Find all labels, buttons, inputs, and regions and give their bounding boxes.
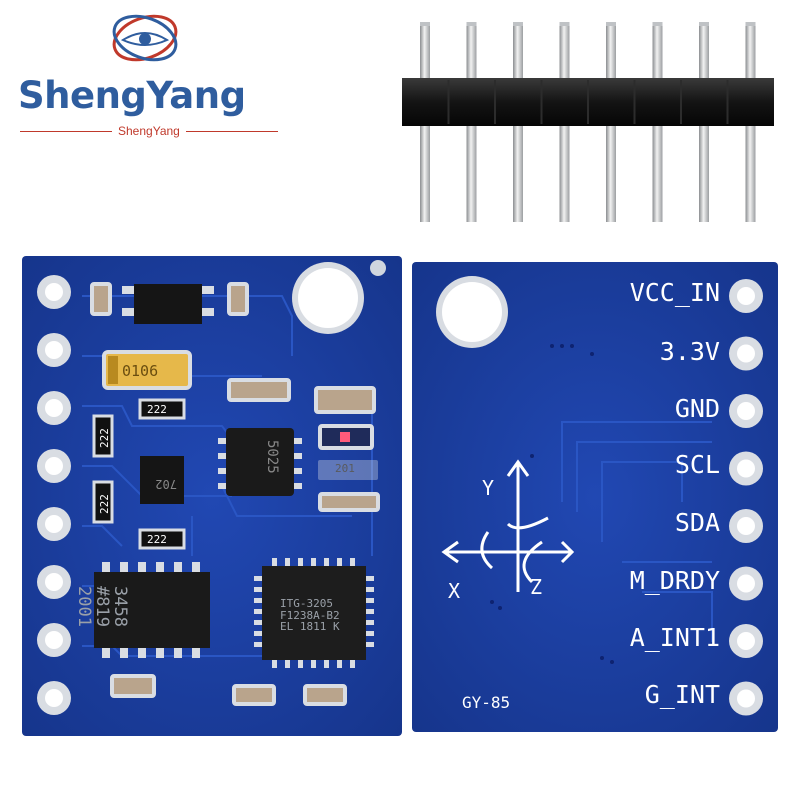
resistor-label-5: 201 — [335, 462, 355, 475]
pin-label-m-drdy: M_DRDY — [629, 566, 720, 595]
tantalum-cap-label: 0106 — [122, 362, 158, 380]
axis-x-label: X — [448, 579, 460, 603]
pcb-front: 0106 222 222 222 222 201 702 5025 — [22, 256, 402, 736]
brand-logo: ShengYang ShengYang — [8, 8, 278, 138]
pin-label-vcc-in: VCC_IN — [629, 278, 720, 307]
gyro-chip-label: ITG-3205 F1238A-B2 EL 1811 K — [280, 597, 340, 634]
logo-divider-left — [20, 131, 112, 132]
pin-label-scl: SCL — [674, 450, 720, 479]
resistor-label-4: 222 — [147, 533, 167, 546]
model-label: GY-85 — [462, 693, 510, 712]
accel-chip-label: 5025 — [264, 440, 280, 474]
compass-chip-label: 3458 #819 2001 — [74, 586, 130, 627]
pin-header — [402, 22, 774, 222]
pin-label-3v3: 3.3V — [659, 337, 720, 366]
axis-z-label: Z — [530, 575, 542, 599]
brand-name: ShengYang — [18, 74, 246, 117]
resistor-label-2: 222 — [98, 428, 111, 448]
axis-symbol — [441, 459, 575, 592]
regulator-label: 702 — [155, 477, 177, 491]
pin-label-a-int1: A_INT1 — [629, 623, 720, 652]
axis-y-label: Y — [482, 476, 494, 500]
resistor-label-1: 222 — [147, 403, 167, 416]
logo-divider-right — [186, 131, 278, 132]
brand-subtitle: ShengYang — [118, 124, 180, 138]
resistor-label-3: 222 — [98, 494, 111, 514]
eye-icon — [112, 14, 178, 62]
pcb-back: Y X Z GY-85 — [412, 262, 778, 732]
pin-label-gnd: GND — [674, 394, 720, 423]
pin-label-g-int: G_INT — [644, 680, 720, 709]
pin-label-sda: SDA — [674, 508, 720, 537]
